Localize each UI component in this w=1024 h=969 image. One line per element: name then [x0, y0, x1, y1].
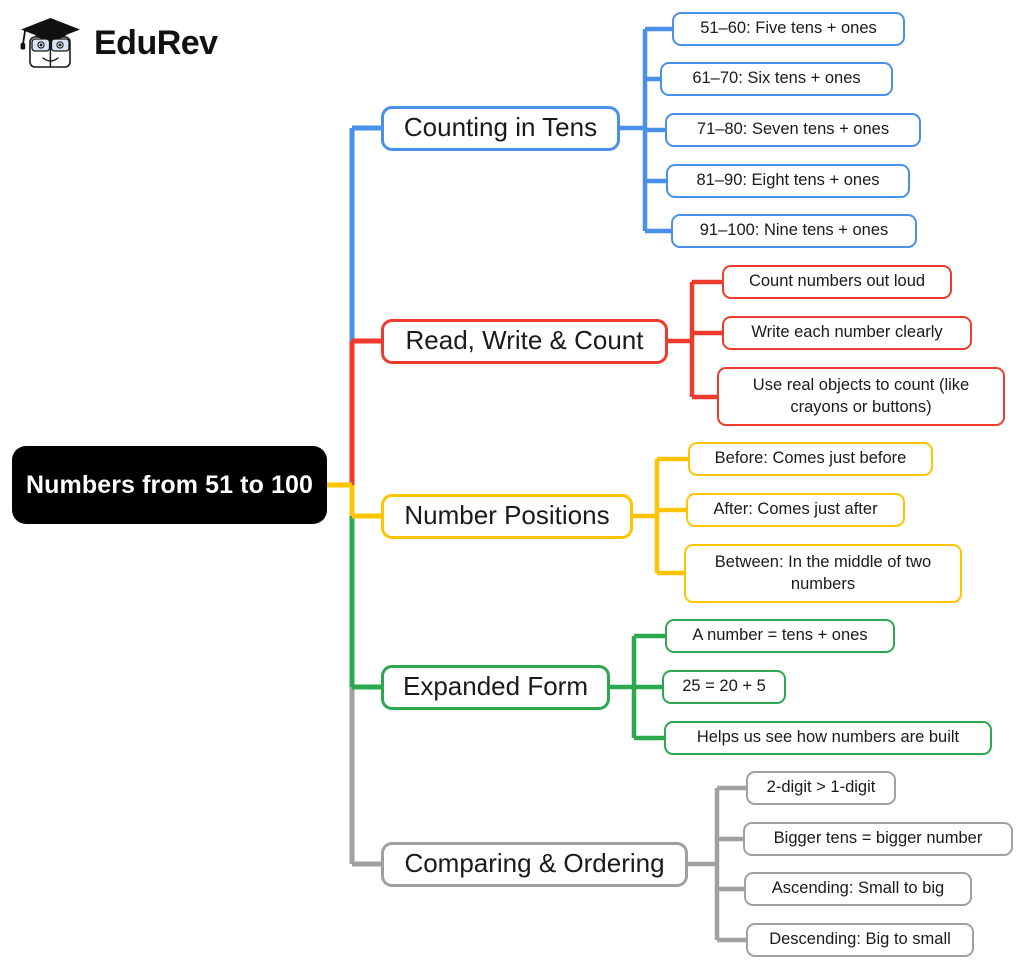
- leaf-node[interactable]: 25 = 20 + 5: [662, 670, 786, 704]
- edurev-logo: EduRev: [16, 10, 336, 78]
- leaf-node[interactable]: After: Comes just after: [686, 493, 905, 527]
- leaf-node[interactable]: Between: In the middle of two numbers: [684, 544, 962, 603]
- branch-node-expanded-form[interactable]: Expanded Form: [381, 665, 610, 710]
- branch-wires-comparing-ordering: [688, 785, 746, 943]
- leaf-node[interactable]: 81–90: Eight tens + ones: [666, 164, 910, 198]
- leaf-node[interactable]: Helps us see how numbers are built: [664, 721, 992, 755]
- brand-name: EduRev: [94, 24, 218, 62]
- leaf-node[interactable]: 71–80: Seven tens + ones: [665, 113, 921, 147]
- leaf-node[interactable]: 91–100: Nine tens + ones: [671, 214, 917, 248]
- branch-node-counting-in-tens[interactable]: Counting in Tens: [381, 106, 620, 151]
- root-node-numbers-from-51-to-100[interactable]: Numbers from 51 to 100: [12, 446, 327, 524]
- leaf-node[interactable]: Ascending: Small to big: [744, 872, 972, 906]
- leaf-node[interactable]: Write each number clearly: [722, 316, 972, 350]
- leaf-node[interactable]: 51–60: Five tens + ones: [672, 12, 905, 46]
- branch-wires-read-write-count: [668, 279, 722, 400]
- graduation-cap-book-mascot-icon: [20, 18, 80, 68]
- branch-wires-expanded-form: [610, 633, 665, 741]
- leaf-node[interactable]: A number = tens + ones: [665, 619, 895, 653]
- leaf-node[interactable]: 61–70: Six tens + ones: [660, 62, 893, 96]
- leaf-node[interactable]: 2-digit > 1-digit: [746, 771, 896, 805]
- branch-wires-number-positions: [633, 456, 688, 576]
- leaf-node[interactable]: Before: Comes just before: [688, 442, 933, 476]
- branch-node-number-positions[interactable]: Number Positions: [381, 494, 633, 539]
- branch-node-comparing-ordering[interactable]: Comparing & Ordering: [381, 842, 688, 887]
- leaf-node[interactable]: Descending: Big to small: [746, 923, 974, 957]
- branch-node-read-write-count[interactable]: Read, Write & Count: [381, 319, 668, 364]
- leaf-node[interactable]: Use real objects to count (like crayons …: [717, 367, 1005, 426]
- leaf-node[interactable]: Bigger tens = bigger number: [743, 822, 1013, 856]
- leaf-node[interactable]: Count numbers out loud: [722, 265, 952, 299]
